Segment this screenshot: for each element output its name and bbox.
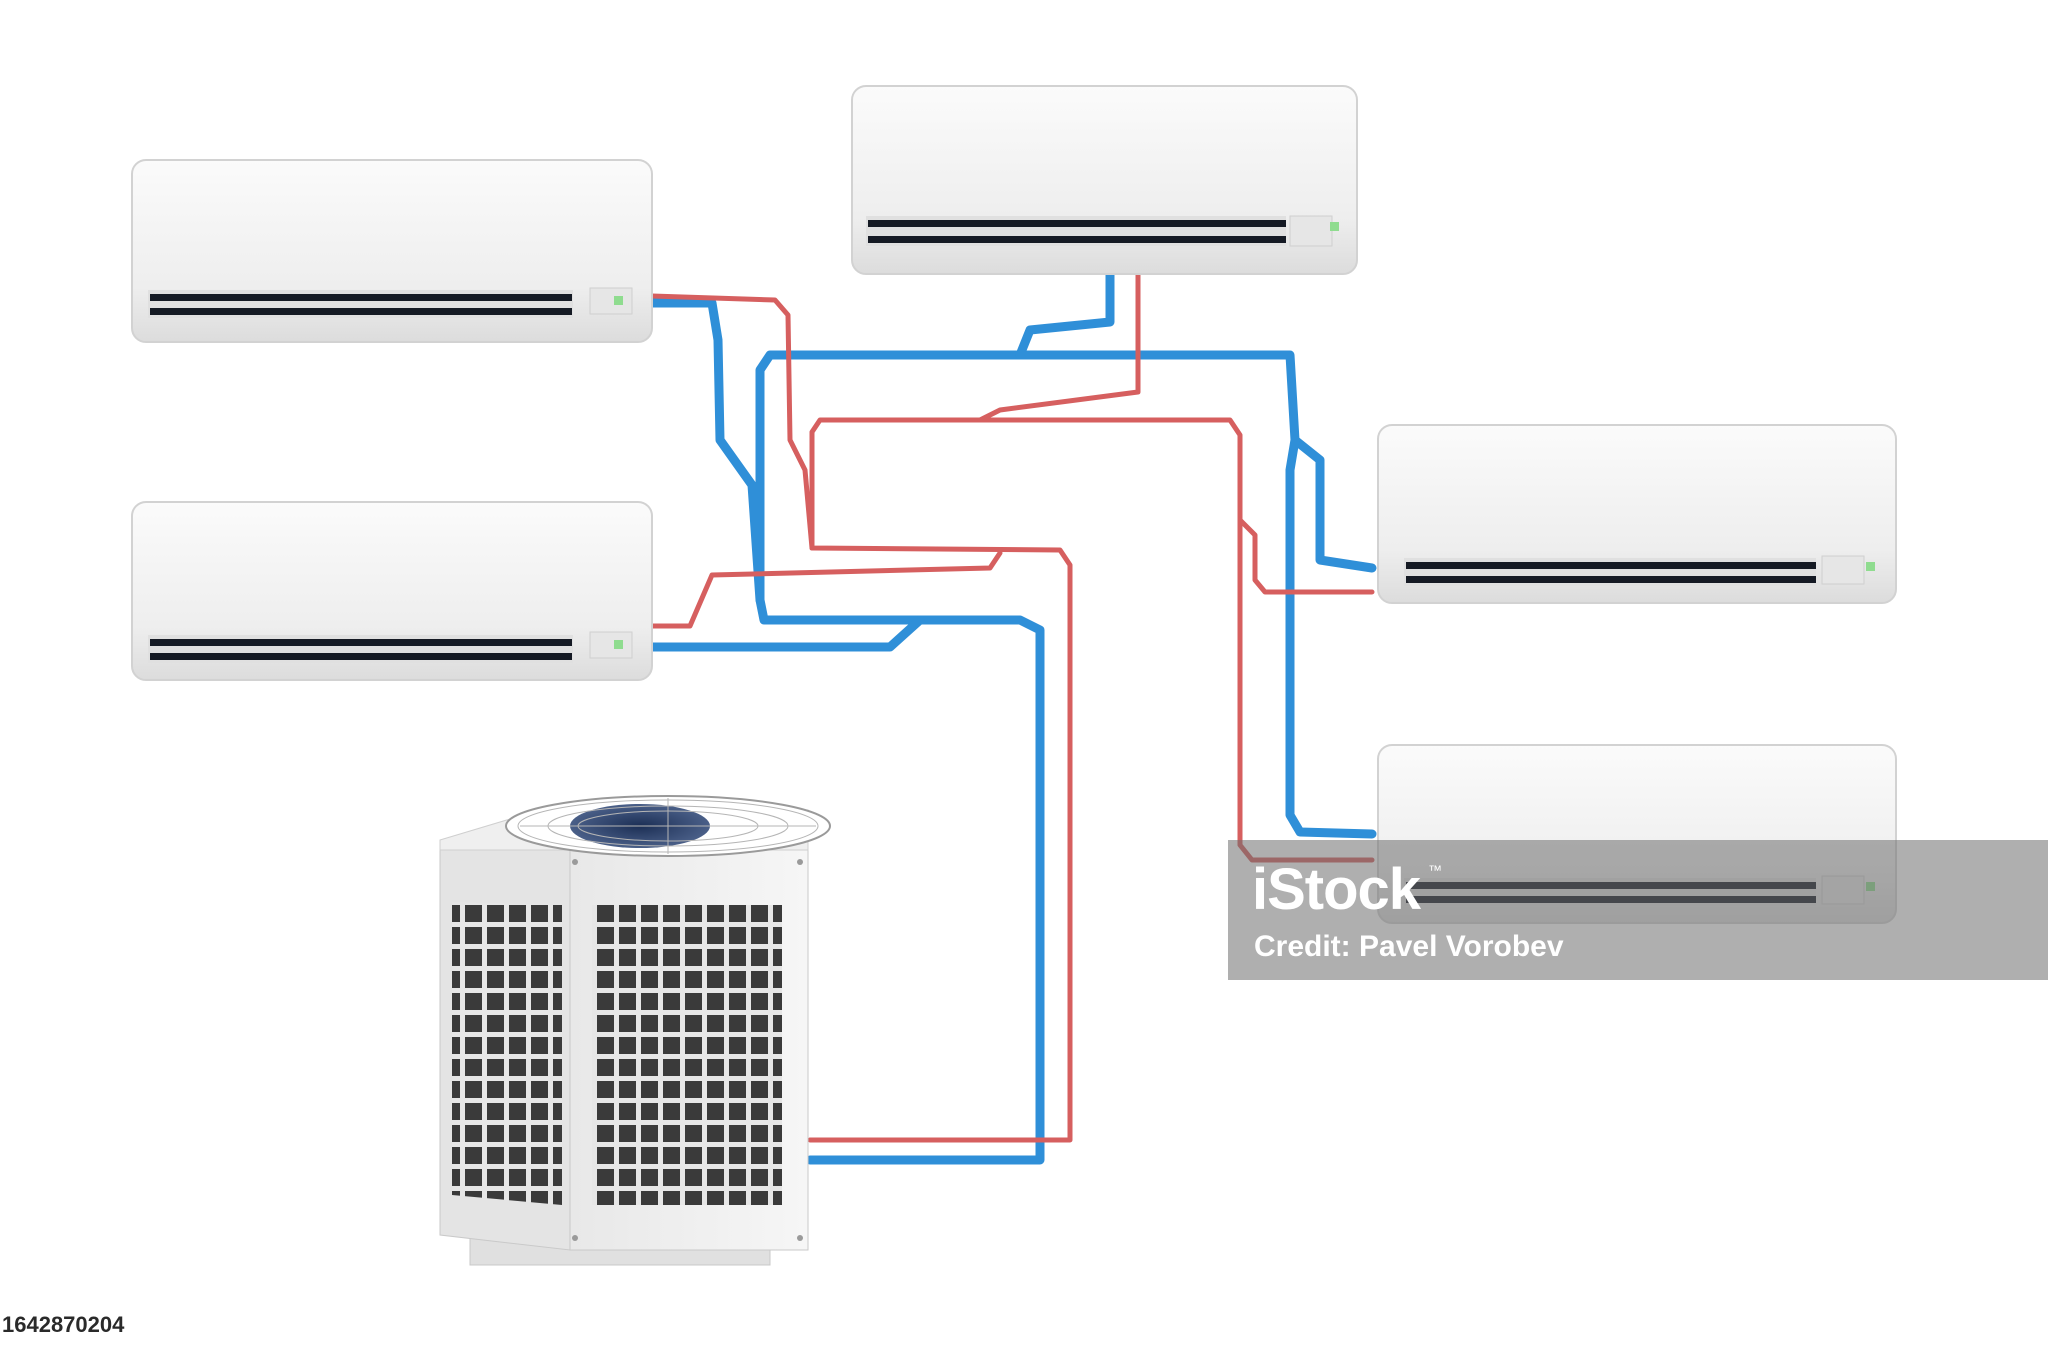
status-led	[1866, 562, 1875, 571]
pipe-cold-unit5	[1285, 435, 1377, 839]
pipe-cold-unit4	[1015, 350, 1377, 573]
indoor-unit-1	[131, 159, 653, 343]
pipe-cold-unit2	[647, 615, 925, 652]
pipe-hot-unit1	[649, 293, 1073, 1143]
pipe-hot-unit2	[649, 550, 1003, 629]
indoor-unit-3	[851, 85, 1358, 275]
image-id-label: 1642870204	[0, 1310, 133, 1340]
indoor-unit-4	[1377, 424, 1897, 604]
refrigerant-pipes	[647, 267, 1377, 1165]
status-led	[614, 640, 623, 649]
status-led	[1330, 222, 1339, 231]
status-led	[614, 296, 623, 305]
watermark-trademark: ™	[1428, 862, 1442, 878]
watermark-brand-logo: iStock	[1252, 857, 1421, 922]
pipe-hot-unit4	[977, 417, 1375, 595]
fan-icon	[505, 795, 831, 857]
indoor-unit-2	[131, 501, 653, 681]
watermark-credit: Credit: Pavel Vorobev	[1254, 930, 1564, 963]
pipe-hot-unit5	[1237, 517, 1375, 863]
pipe-hot-unit3	[809, 269, 1141, 551]
outdoor-condenser-unit	[439, 795, 831, 1266]
watermark-banner	[1228, 840, 2048, 980]
cold-pipes	[647, 267, 1377, 1165]
